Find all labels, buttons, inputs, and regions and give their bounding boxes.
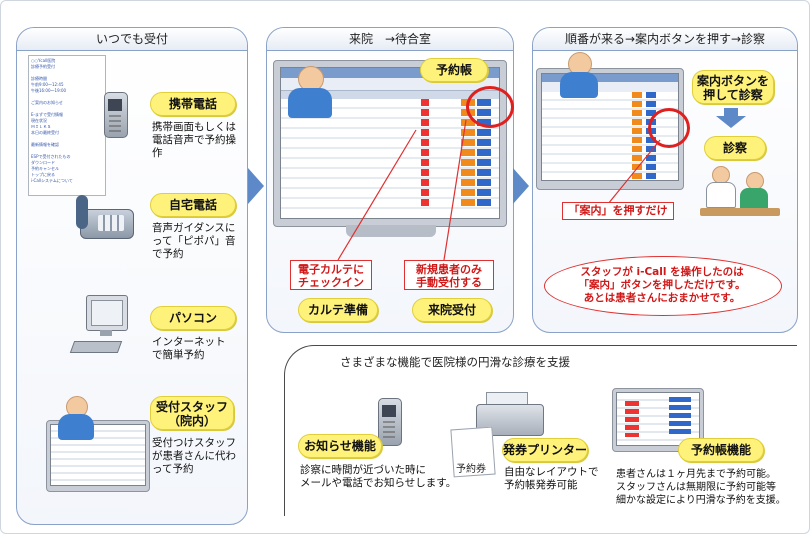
support-bracket	[284, 345, 797, 516]
panel-anytime-title: いつでも受付	[17, 28, 247, 51]
staff-desc: 受付つけスタッフ が患者さんに代わ って予約	[152, 437, 236, 475]
booking-label: 予約帳機能	[678, 438, 764, 462]
phone-screen-line: 予約キャンセル	[31, 166, 59, 171]
waiting-monitor-stand	[346, 225, 436, 237]
notify-phone-icon	[378, 398, 402, 446]
panel-waiting-title: 来院 →待合室	[267, 28, 513, 51]
home-phone-desc: 音声ガイダンスに って「ピポパ」音 で予約	[152, 222, 236, 260]
printer-label: 発券プリンター	[502, 438, 588, 462]
phone-screen-line: ＭＩＬＫＳ	[31, 124, 51, 129]
mobile-phone-icon	[104, 92, 128, 138]
exam-label: 診察	[704, 136, 766, 160]
pc-icon	[69, 295, 134, 357]
mobile-desc: 携帯画面もしくは 電話音声で予約操作	[152, 121, 236, 159]
callout-line-exam	[607, 139, 661, 205]
home-phone-label: 自宅電話	[150, 193, 236, 217]
phone-screen-line: 午前9:00〜12:45	[31, 82, 64, 87]
phone-screen-line: 現在状況	[31, 118, 47, 123]
phone-screen-line: ダウンロード	[31, 160, 55, 165]
mobile-label: 携帯電話	[150, 92, 236, 116]
guide-button-label: 案内ボタンを 押して診察	[692, 70, 774, 104]
callout-lines-waiting	[337, 119, 467, 261]
support-title: さまざまな機能で医院様の円滑な診療を支援	[340, 355, 570, 369]
phone-screen-line: i-Callシステムについて	[31, 178, 73, 183]
pc-label: パソコン	[150, 306, 236, 330]
phone-screen-line: 午後16:00〜19:00	[31, 88, 67, 93]
reception-button: 来院受付	[412, 298, 492, 322]
book-label-waiting: 予約帳	[420, 58, 488, 82]
note-new-patient: 新規患者のみ 手動受付する	[404, 260, 494, 290]
booking-desc: 患者さんは１ヶ月先まで予約可能。 スタッフさんは無期限に予約可能等 細かな設定に…	[616, 469, 786, 506]
phone-screen-line: トップに戻る	[31, 172, 55, 177]
note-press-guide: 「案内」を押すだけ	[562, 202, 674, 220]
flow-arrow-2	[513, 168, 529, 204]
phone-screen-line: 最新情報を確認	[31, 142, 59, 147]
pc-desc: インターネット で簡単予約	[152, 336, 226, 361]
printer-desc: 自由なレイアウトで 予約帳発券可能	[504, 466, 599, 491]
flow-arrow-1	[248, 168, 264, 204]
phone-screen-line: ご案内のお知らせ	[31, 100, 63, 105]
guide-button-highlight	[648, 108, 690, 148]
note-checkin: 電子カルテに チェックイン	[290, 260, 372, 290]
staff-label: 受付スタッフ （院内）	[150, 396, 234, 430]
panel-exam-title: 順番が来る→案内ボタンを押す→診察	[533, 28, 797, 51]
phone-screen-line: ESPで受付されたもの	[31, 154, 71, 159]
down-arrow-icon	[716, 108, 746, 128]
phone-screen-line: 診療時間	[31, 76, 47, 81]
phone-screen-line: E-まずで受付情報	[31, 112, 63, 117]
note-staff-text: スタッフが i-Call を操作したのは 「案内」ボタンを押しただけです。 あと…	[578, 266, 746, 304]
notify-desc: 診察に時間が近づいた時に メールや電話でお知らせします。	[300, 464, 457, 489]
reception-button-highlight	[466, 86, 514, 128]
ticket-label: 予約券	[456, 464, 486, 475]
phone-screen-line: ○○Ycall医院	[31, 58, 56, 63]
note-staff-bubble	[544, 256, 782, 316]
notify-label: お知らせ機能	[298, 434, 382, 458]
doctor-patient-icon	[700, 166, 780, 222]
chart-prep-button: カルテ準備	[298, 298, 378, 322]
phone-screen-line: 本日の最終受付	[31, 130, 59, 135]
home-phone-icon	[76, 195, 136, 240]
phone-screen-line: 診療予約受付	[31, 64, 55, 69]
